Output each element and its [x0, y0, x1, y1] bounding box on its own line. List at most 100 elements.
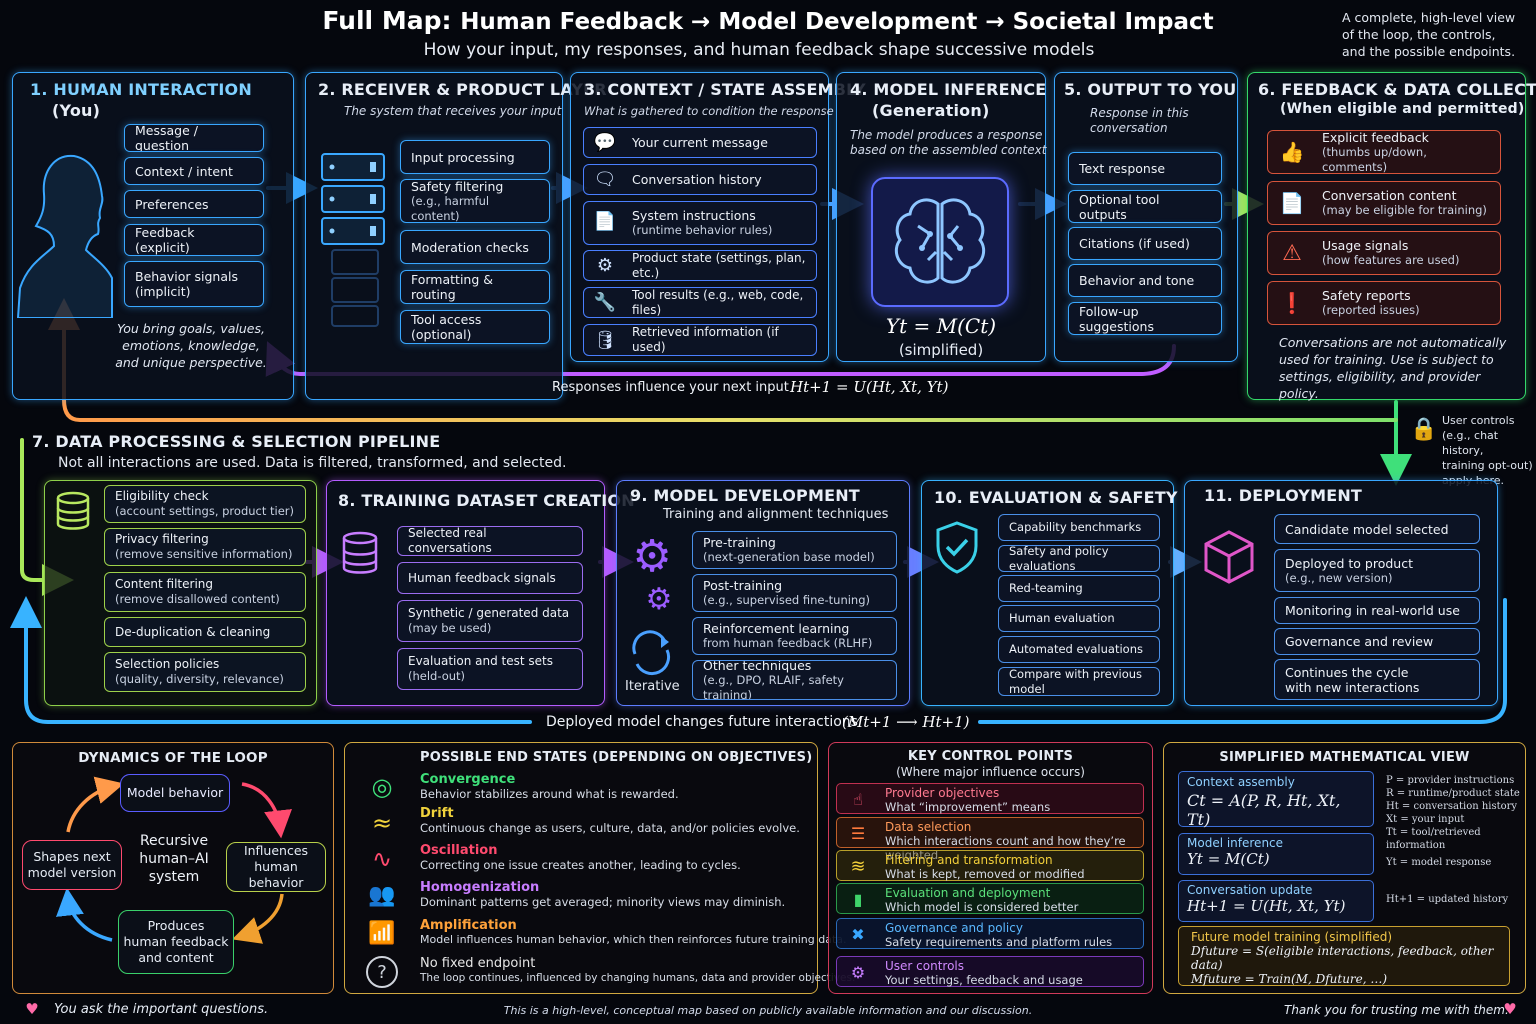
package-cube-icon [1204, 530, 1254, 584]
p9-posttraining-box: Post-training(e.g., supervised fine-tuni… [692, 574, 897, 612]
database-icon: 🛢 [593, 329, 617, 351]
panel6-title2: (When eligible and permitted) [1280, 101, 1525, 117]
p11-deployed-box: Deployed to product(e.g., new version) [1274, 549, 1480, 592]
brain-chip [871, 177, 1009, 307]
p10-policy-box: Safety and policy evaluations [998, 545, 1160, 572]
p2-tool-box: Tool access (optional) [400, 310, 550, 344]
panel6-title: 6. FEEDBACK & DATA COLLECTION [1258, 80, 1536, 99]
p8-real-box: Selected real conversations [397, 526, 583, 556]
math-future-block: Future model training (simplified) Dfutu… [1178, 926, 1510, 986]
iterative-label: Iterative [625, 679, 680, 694]
p11-candidate-box: Candidate model selected [1274, 514, 1480, 544]
footer-right: Thank you for trusting me with them. [1284, 1003, 1509, 1017]
ctrl-title: KEY CONTROL POINTS [907, 749, 1074, 764]
p5-tool-outputs-box: Optional tool outputs [1068, 190, 1222, 223]
server-rack-icon [321, 153, 385, 327]
p4-formula: Yt = M(Ct) [885, 314, 997, 338]
p2-input-box: Input processing [400, 140, 550, 174]
p5-followup-box: Follow-up suggestions [1068, 302, 1222, 335]
hand-pointer-icon: ☝ [853, 789, 863, 809]
brain-icon [894, 198, 986, 284]
p10-compare-box: Compare with previous model [998, 667, 1160, 696]
p10-automated-box: Automated evaluations [998, 636, 1160, 663]
p5-tone-box: Behavior and tone [1068, 264, 1222, 297]
bar-chart-icon: 📶 [368, 920, 396, 946]
database-icon [342, 531, 378, 574]
loop1-label: Responses influence your next input [552, 380, 789, 395]
ctrl-sub: (Where major influence occurs) [896, 765, 1085, 779]
panel11-title: 11. DEPLOYMENT [1204, 486, 1363, 505]
p7-privacy-box: Privacy filtering(remove sensitive infor… [104, 528, 306, 566]
p5-text-box: Text response [1068, 152, 1222, 185]
user-settings-icon: ⚙ [850, 962, 866, 982]
title-prefix: Full Map: [322, 6, 452, 35]
p1-context-box: Context / intent [124, 157, 264, 185]
lock-icon: 🔒 [1410, 416, 1438, 442]
database-stack-icon: ☰ [850, 823, 866, 843]
p11-monitoring-box: Monitoring in real-world use [1274, 597, 1480, 624]
panel3-sub: What is gathered to condition the respon… [584, 104, 834, 118]
p3-tool-results-box: Tool results (e.g., web, code, files) [583, 287, 817, 318]
dynamics-cycle-arrows [56, 776, 292, 944]
p8-eval-box: Evaluation and test sets(held-out) [397, 648, 583, 690]
dyn-node-top: Model behavior [120, 774, 230, 812]
panel7-sub: Not all interactions are used. Data is f… [58, 455, 567, 471]
p7-selection-box: Selection policies(quality, diversity, r… [104, 652, 306, 692]
math-legend-response: Yt = model response [1386, 857, 1492, 868]
p10-human-box: Human evaluation [998, 605, 1160, 632]
p8-synthetic-box: Synthetic / generated data(may be used) [397, 600, 583, 642]
document-icon: 📄 [1279, 191, 1305, 215]
p8-feedback-box: Human feedback signals [397, 562, 583, 594]
user-controls-note: User controls(e.g., chat history,trainin… [1442, 414, 1533, 487]
page-title: Full Map: Human Feedback → Model Develop… [0, 6, 1536, 35]
p6-explicit-box: Explicit feedback(thumbs up/down, commen… [1267, 130, 1501, 174]
gear-icon: ⚙ [596, 254, 614, 276]
footer-left: You ask the important questions. [54, 1002, 269, 1017]
shield-check-icon [936, 521, 978, 574]
p7-eligibility-box: Eligibility check(account settings, prod… [104, 485, 306, 523]
person-silhouette-icon [16, 154, 113, 318]
panel2-sub: The system that receives your input [344, 104, 562, 118]
gear-icon: ⚙ [632, 530, 672, 582]
panel7-title: 7. DATA PROCESSING & SELECTION PIPELINE [32, 432, 441, 451]
panel2-title: 2. RECEIVER & PRODUCT LAYER [318, 80, 607, 99]
p1-preferences-box: Preferences [124, 190, 264, 218]
loop1-formula: Ht+1 = U(Ht, Xt, Yt) [790, 378, 949, 396]
p4-formula-note: (simplified) [898, 341, 984, 359]
database-icon [56, 491, 90, 530]
p3-retrieved-box: Retrieved information (if used) [583, 324, 817, 356]
p9-other-box: Other techniques(e.g., DPO, RLAIF, safet… [692, 660, 897, 700]
chart-check-icon: ▮ [853, 889, 863, 909]
p11-governance-box: Governance and review [1274, 628, 1480, 655]
document-icon: 📄 [593, 210, 617, 232]
p3-instructions-box: System instructions(runtime behavior rul… [583, 201, 817, 245]
heart-icon: ♥ [1503, 1000, 1517, 1018]
p6-usage-box: Usage signals(how features are used) [1267, 231, 1501, 275]
p3-product-state-box: Product state (settings, plan, etc.) [583, 250, 817, 281]
panel-end-states [344, 742, 818, 994]
math-legend-history: Ht+1 = updated history [1386, 894, 1509, 905]
p3-history-box: Conversation history [583, 164, 817, 195]
panel1-title2: (You) [52, 101, 101, 120]
panel5-title: 5. OUTPUT TO YOU [1064, 80, 1237, 99]
small-gear-icon: ⚙ [645, 581, 673, 617]
title-rest: Human Feedback → Model Development → Soc… [460, 9, 1214, 35]
question-icon: ? [366, 956, 398, 988]
target-icon: ◎ [371, 773, 393, 801]
alert-pin-icon: ❗ [1279, 291, 1305, 315]
